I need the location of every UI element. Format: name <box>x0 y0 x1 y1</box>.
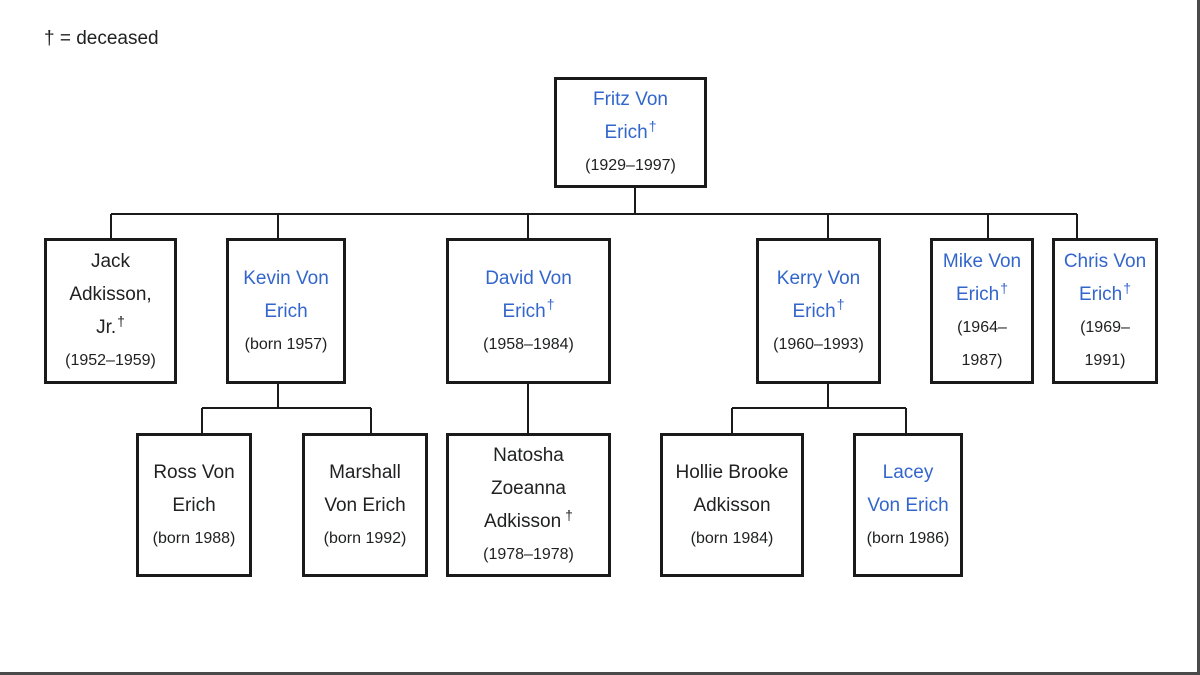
person-dates: (1964– 1987) <box>957 319 1007 369</box>
person-link-chris[interactable]: Chris Von Erich† <box>1063 251 1147 305</box>
person-link-fritz[interactable]: Fritz Von Erich† <box>593 89 668 143</box>
person-node-chris: Chris Von Erich† (1969– 1991) <box>1052 238 1158 384</box>
person-node-marshall: Marshall Von Erich (born 1992) <box>302 433 428 577</box>
person-name-ross: Ross Von Erich <box>153 461 235 516</box>
person-dates: (born 1988) <box>152 529 236 547</box>
person-dates: (1969– 1991) <box>1080 319 1130 369</box>
person-node-fritz: Fritz Von Erich† (1929–1997) <box>554 77 707 188</box>
person-node-lacey: Lacey Von Erich (born 1986) <box>853 433 963 577</box>
person-node-hollie: Hollie Brooke Adkisson (born 1984) <box>660 433 804 577</box>
person-link-lacey[interactable]: Lacey Von Erich <box>867 461 949 516</box>
person-link-kerry[interactable]: Kerry Von Erich† <box>776 267 861 322</box>
person-dates: (1978–1978) <box>483 546 574 563</box>
person-link-mike[interactable]: Mike Von Erich† <box>942 251 1022 305</box>
person-node-kerry: Kerry Von Erich† (1960–1993) <box>756 238 881 384</box>
person-dates: (1929–1997) <box>585 157 676 174</box>
person-link-david[interactable]: David Von Erich† <box>485 267 572 322</box>
person-dates: (1952–1959) <box>65 352 156 369</box>
person-dates: (born 1984) <box>690 529 774 547</box>
person-node-natosha: Natosha Zoeanna Adkisson† (1978–1978) <box>446 433 611 577</box>
legend: † = deceased <box>44 28 159 49</box>
deceased-marker: † <box>1123 279 1132 296</box>
deceased-marker: † <box>1000 279 1009 296</box>
person-node-mike: Mike Von Erich† (1964– 1987) <box>930 238 1034 384</box>
deceased-marker: † <box>836 296 845 313</box>
person-node-jack: Jack Adkisson, Jr.† (1952–1959) <box>44 238 177 384</box>
person-node-ross: Ross Von Erich (born 1988) <box>136 433 252 577</box>
person-name-natosha: Natosha Zoeanna Adkisson† <box>484 445 573 532</box>
person-name-jack: Jack Adkisson, Jr.† <box>69 251 152 338</box>
person-dates: (born 1957) <box>244 335 328 353</box>
person-name-hollie: Hollie Brooke Adkisson <box>675 461 789 516</box>
person-node-kevin: Kevin Von Erich (born 1957) <box>226 238 346 384</box>
person-node-david: David Von Erich† (1958–1984) <box>446 238 611 384</box>
person-link-kevin[interactable]: Kevin Von Erich <box>243 267 329 322</box>
person-dates: (born 1992) <box>323 529 407 547</box>
person-dates: (1960–1993) <box>773 335 864 353</box>
deceased-marker: † <box>546 296 555 313</box>
deceased-marker: † <box>117 312 125 329</box>
person-dates: (1958–1984) <box>483 335 574 353</box>
person-dates: (born 1986) <box>866 529 950 547</box>
deceased-marker: † <box>648 117 657 134</box>
person-name-marshall: Marshall Von Erich <box>324 461 406 516</box>
deceased-marker: † <box>565 506 573 523</box>
